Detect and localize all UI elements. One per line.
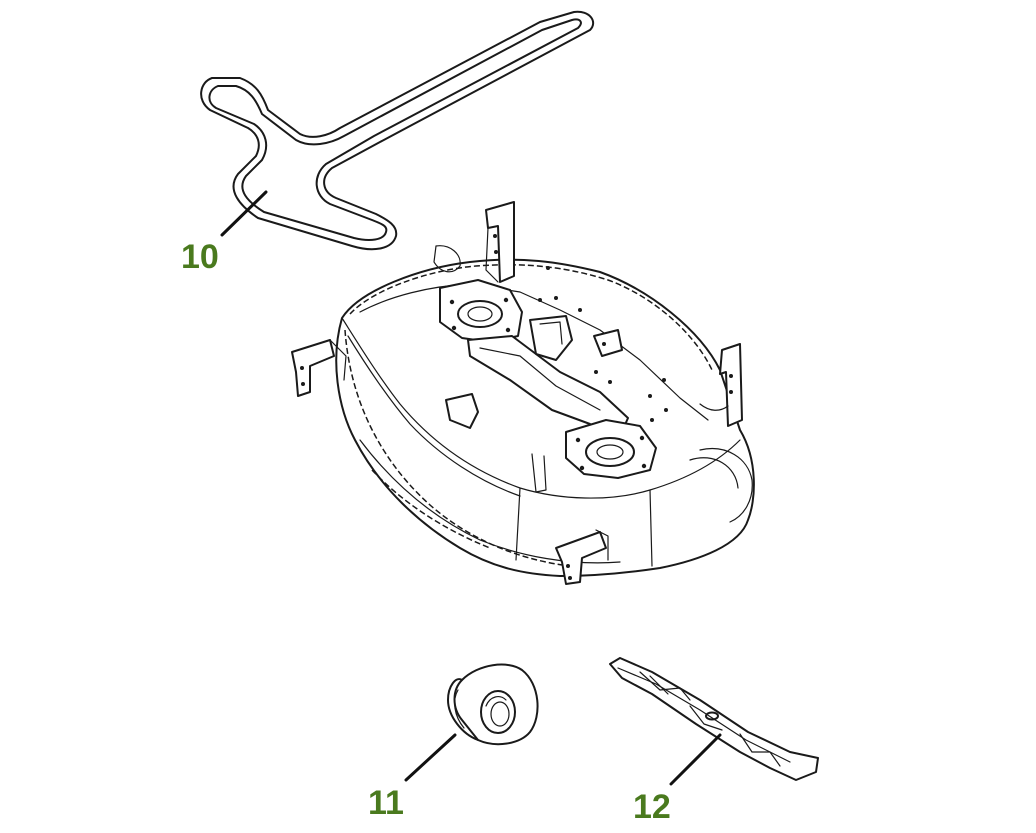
- leader-11: [404, 733, 457, 782]
- callout-label-11: 11: [368, 784, 404, 822]
- mower-deck: [291, 201, 755, 585]
- drive-belt: [200, 10, 595, 251]
- callout-label-12: 12: [633, 788, 671, 826]
- leader-10: [220, 190, 268, 237]
- callout-label-10: 10: [181, 238, 219, 276]
- mower-blade: [609, 657, 819, 781]
- gauge-wheel: [447, 663, 539, 746]
- leader-12: [669, 733, 722, 786]
